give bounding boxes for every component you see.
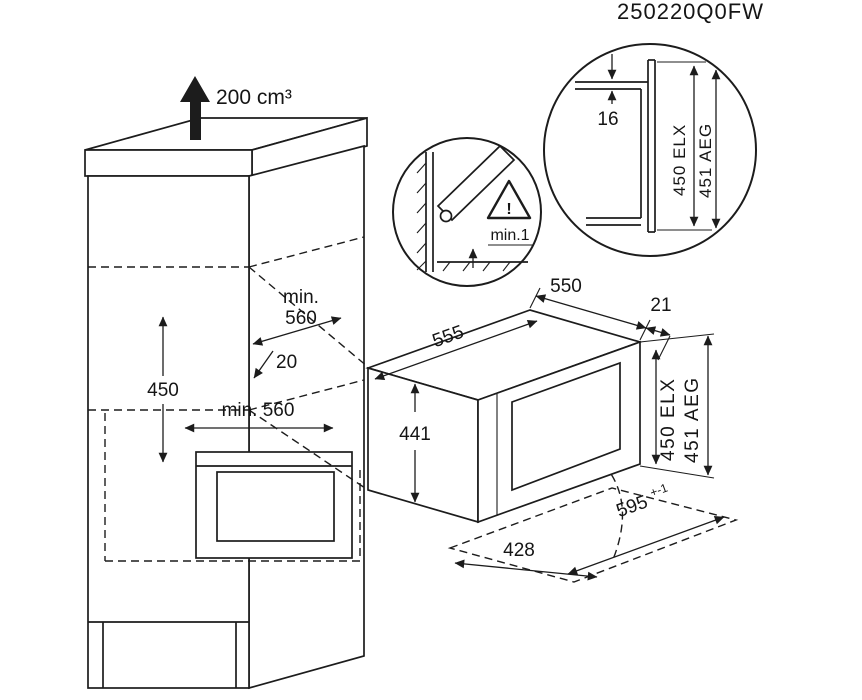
dim-rear-gap-label: 20	[276, 352, 297, 373]
dim-height-441: 441	[399, 383, 431, 503]
up-arrow-icon	[180, 76, 210, 140]
dim-section-height: 450 ELX 451 AEG	[657, 61, 721, 231]
cabinet-plinth	[88, 621, 249, 688]
appliance-door-face	[477, 340, 641, 524]
dim-niche-height-450: 450	[147, 316, 179, 463]
dim-door-width-428: 428	[454, 540, 598, 581]
section-height-elx-label: 450 ELX	[670, 124, 689, 196]
dim-niche-depth-min: min.	[283, 287, 319, 308]
projection-lines	[248, 266, 369, 491]
min-clearance-label: min.1	[490, 227, 529, 244]
cabinet-wall-section	[416, 152, 434, 272]
dim-niche-depth-value: 560	[285, 308, 317, 329]
detail-tilt-boundary	[392, 137, 542, 287]
top-panel-section	[575, 81, 648, 90]
cabinet-front-face	[87, 175, 250, 689]
front-frame-section	[640, 59, 656, 233]
model-number: 250220Q0FW	[617, 0, 764, 24]
dim-niche-width-560: min. 560	[184, 400, 334, 433]
cabinet-slab-front	[84, 149, 253, 177]
bottom-panel-section	[586, 217, 641, 226]
section-height-aeg-label: 451 AEG	[696, 123, 715, 198]
appliance-drawing	[365, 309, 643, 524]
pivot-roller	[439, 209, 453, 223]
dim-front-height: 450 ELX 451 AEG	[639, 333, 715, 479]
warning-exclamation: !	[506, 201, 511, 218]
dim-height-label: 441	[399, 424, 431, 445]
dim-niche-depth: min. 560	[252, 287, 342, 346]
dim-panel-thickness-label: 16	[597, 109, 618, 130]
dim-rear-gap-20: 20	[253, 350, 297, 379]
dim-height-aeg-label: 451 AEG	[682, 376, 703, 463]
dim-depth-label: 550	[550, 276, 582, 297]
dim-door-gap-label: 21	[650, 295, 671, 316]
dim-open-depth-label: 595	[614, 492, 651, 523]
dim-panel-thickness-16: 16	[597, 54, 619, 130]
dim-open-depth-tolerance: +-1	[648, 480, 670, 499]
door-window	[511, 361, 621, 492]
detail-section-boundary	[543, 43, 757, 257]
ventilation-volume-label: 200 cm³	[216, 86, 292, 109]
dim-door-width-label: 428	[503, 540, 535, 561]
dim-height-elx-label: 450 ELX	[658, 378, 679, 461]
warning-triangle-icon	[486, 179, 532, 220]
detail-tilt-circle: ! min.1	[392, 137, 542, 287]
niche-shelf-section	[437, 261, 528, 272]
dim-depth-550: 550 21	[529, 276, 672, 361]
dim-niche-width-label: min. 560	[222, 400, 295, 421]
door-open-footprint	[447, 487, 739, 583]
dim-niche-height-label: 450	[147, 380, 179, 401]
detail-section-circle: 16 450 ELX 451 AEG	[543, 43, 757, 257]
dim-open-depth-595: 595 +-1	[567, 480, 725, 575]
niche-outline	[88, 236, 365, 411]
oven-door-window	[216, 471, 335, 542]
ventilation-volume: 200 cm³	[180, 76, 292, 140]
